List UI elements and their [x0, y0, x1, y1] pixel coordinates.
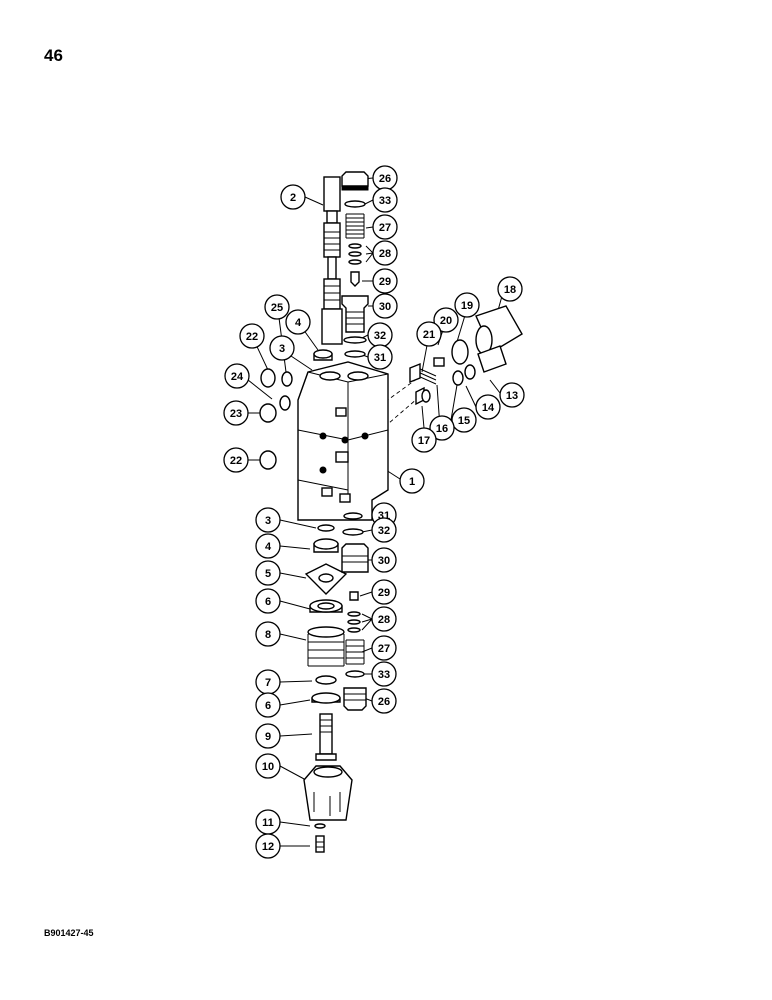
spool-part — [321, 176, 343, 345]
callout-label: 1 — [409, 476, 415, 488]
valve-body — [297, 361, 389, 521]
callout-9: 9 — [255, 723, 281, 749]
callout-label: 3 — [279, 343, 285, 355]
callout-label: 31 — [374, 352, 386, 364]
callout-label: 30 — [378, 555, 390, 567]
callout-29-top: 29 — [372, 268, 398, 294]
callout-6-top: 6 — [255, 588, 281, 614]
callout-label: 29 — [378, 587, 390, 599]
callout-label: 21 — [423, 329, 435, 341]
callout-28-bottom: 28 — [371, 606, 397, 632]
callout-label: 13 — [506, 390, 518, 402]
callout-label: 27 — [379, 222, 391, 234]
callout-26-top: 26 — [372, 165, 398, 191]
callout-label: 29 — [379, 276, 391, 288]
callout-1: 1 — [399, 468, 425, 494]
callout-label: 6 — [265, 596, 271, 608]
callout-28-top: 28 — [372, 240, 398, 266]
callout-label: 5 — [265, 568, 271, 580]
callout-22-bottom: 22 — [223, 447, 249, 473]
callout-label: 2 — [290, 192, 296, 204]
callout-label: 10 — [262, 761, 274, 773]
callout-33-top: 33 — [372, 187, 398, 213]
callout-label: 32 — [374, 330, 386, 342]
callout-label: 23 — [230, 408, 242, 420]
callout-16: 16 — [429, 415, 455, 441]
callout-32-top: 32 — [367, 322, 393, 348]
callout-12: 12 — [255, 833, 281, 859]
callout-30-top: 30 — [372, 293, 398, 319]
callout-label: 28 — [378, 614, 390, 626]
callout-14: 14 — [475, 394, 501, 420]
callout-10: 10 — [255, 753, 281, 779]
callout-label: 7 — [265, 677, 271, 689]
callout-label: 25 — [271, 302, 283, 314]
callout-15: 15 — [451, 407, 477, 433]
callout-6-bottom: 6 — [255, 692, 281, 718]
callout-22-top: 22 — [239, 323, 265, 349]
callout-label: 20 — [440, 315, 452, 327]
callout-label: 33 — [379, 195, 391, 207]
callout-label: 17 — [418, 435, 430, 447]
figure-code: B901427-45 — [44, 928, 94, 938]
callout-4-top: 4 — [285, 309, 311, 335]
callout-24: 24 — [224, 363, 250, 389]
callout-32-bottom: 32 — [371, 517, 397, 543]
callout-label: 12 — [262, 841, 274, 853]
callout-21: 21 — [416, 321, 442, 347]
callout-20: 20 — [433, 307, 459, 333]
callout-label: 32 — [378, 525, 390, 537]
bottom-left-stack — [303, 524, 353, 853]
bottom-right-stack — [341, 512, 369, 711]
callout-label: 18 — [504, 284, 516, 296]
callout-label: 9 — [265, 731, 271, 743]
callout-27-bottom: 27 — [371, 635, 397, 661]
callout-label: 11 — [262, 817, 274, 829]
callout-26-bottom: 26 — [371, 688, 397, 714]
callout-5: 5 — [255, 560, 281, 586]
callout-label: 14 — [482, 402, 495, 414]
callout-25: 25 — [264, 294, 290, 320]
callout-30-bottom: 30 — [371, 547, 397, 573]
callout-label: 26 — [379, 173, 391, 185]
callout-label: 4 — [295, 317, 302, 329]
callout-label: 19 — [461, 300, 473, 312]
callout-17: 17 — [411, 427, 437, 453]
callout-label: 27 — [378, 643, 390, 655]
callout-18: 18 — [497, 276, 523, 302]
callout-19: 19 — [454, 292, 480, 318]
callout-label: 3 — [265, 515, 271, 527]
callout-label: 26 — [378, 696, 390, 708]
page-number: 46 — [44, 46, 63, 65]
callout-33-bottom: 33 — [371, 661, 397, 687]
callout-3-top: 3 — [269, 335, 295, 361]
callout-label: 15 — [458, 415, 470, 427]
callout-2: 2 — [280, 184, 306, 210]
callout-label: 33 — [378, 669, 390, 681]
callout-label: 8 — [265, 629, 271, 641]
top-plug-stack — [341, 171, 369, 358]
callout-4-bottom: 4 — [255, 533, 281, 559]
callout-13: 13 — [499, 382, 525, 408]
callout-31-top: 31 — [367, 344, 393, 370]
callout-label: 28 — [379, 248, 391, 260]
callout-23: 23 — [223, 400, 249, 426]
callout-8: 8 — [255, 621, 281, 647]
callout-27-top: 27 — [372, 214, 398, 240]
callout-label: 22 — [230, 455, 242, 467]
callout-29-bottom: 29 — [371, 579, 397, 605]
callout-label: 4 — [265, 541, 272, 553]
callout-11: 11 — [255, 809, 281, 835]
callout-label: 24 — [231, 371, 244, 383]
callout-3-bottom: 3 — [255, 507, 281, 533]
callout-7: 7 — [255, 669, 281, 695]
callout-label: 22 — [246, 331, 258, 343]
callout-label: 30 — [379, 301, 391, 313]
callout-label: 6 — [265, 700, 271, 712]
callout-label: 16 — [436, 423, 448, 435]
relief-valve-assembly — [409, 305, 523, 406]
